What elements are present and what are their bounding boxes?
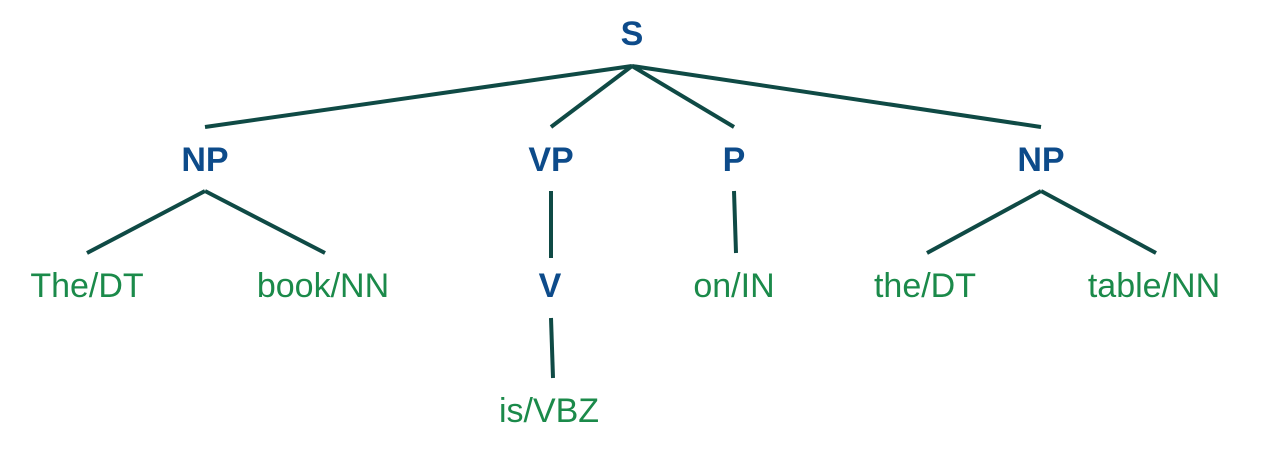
node-s: S xyxy=(621,15,644,53)
word-book-nn: book/NN xyxy=(257,267,389,305)
edge-s-np2 xyxy=(631,64,1042,129)
tree-edges xyxy=(86,64,1157,379)
edge-np2-w_the2 xyxy=(926,189,1042,255)
edge-s-vp xyxy=(549,64,634,129)
edge-s-p xyxy=(630,64,736,129)
node-p: P xyxy=(723,141,746,179)
edge-np1-w_book xyxy=(204,189,326,255)
node-np-object: NP xyxy=(1017,141,1064,179)
node-vp: VP xyxy=(528,141,573,179)
word-is-vbz: is/VBZ xyxy=(499,392,599,430)
node-v: V xyxy=(539,267,562,305)
edge-p-w_on xyxy=(732,190,738,254)
edge-np2-w_table xyxy=(1040,189,1157,255)
node-np-subject: NP xyxy=(181,141,228,179)
edge-v-w_is xyxy=(549,317,555,379)
word-table-nn: table/NN xyxy=(1088,267,1220,305)
word-the-dt-1: The/DT xyxy=(30,267,143,305)
edge-np1-w_the1 xyxy=(86,189,206,255)
edge-s-np1 xyxy=(204,64,633,129)
tree-labels: S NP VP P NP The/DT book/NN V on/IN the/… xyxy=(30,15,1220,430)
word-on-in: on/IN xyxy=(693,267,774,305)
word-the-dt-2: the/DT xyxy=(874,267,976,305)
